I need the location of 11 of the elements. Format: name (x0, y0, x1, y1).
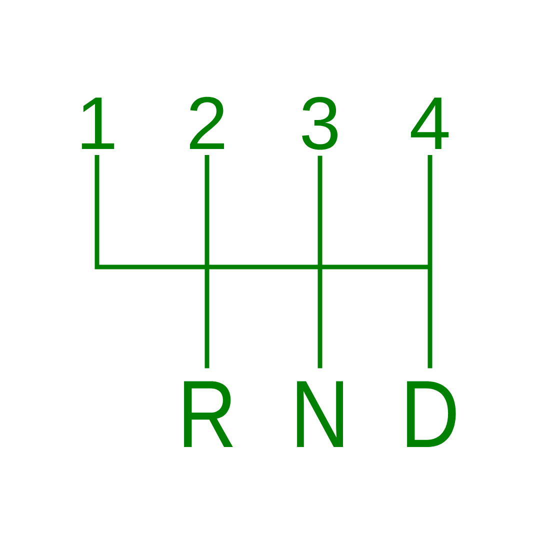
gate-line (428, 155, 432, 368)
gear-number: 2 (190, 96, 224, 149)
gear-number: 3 (302, 96, 338, 150)
gate-line (94, 155, 430, 270)
gear-letter: D (407, 381, 456, 447)
gate-line (204, 155, 210, 368)
gear-number: 4 (410, 98, 449, 149)
gate-line (318, 156, 322, 368)
gear-number: 1 (82, 98, 114, 149)
gear-letter: N (297, 381, 343, 447)
gear-letter: R (184, 381, 233, 447)
